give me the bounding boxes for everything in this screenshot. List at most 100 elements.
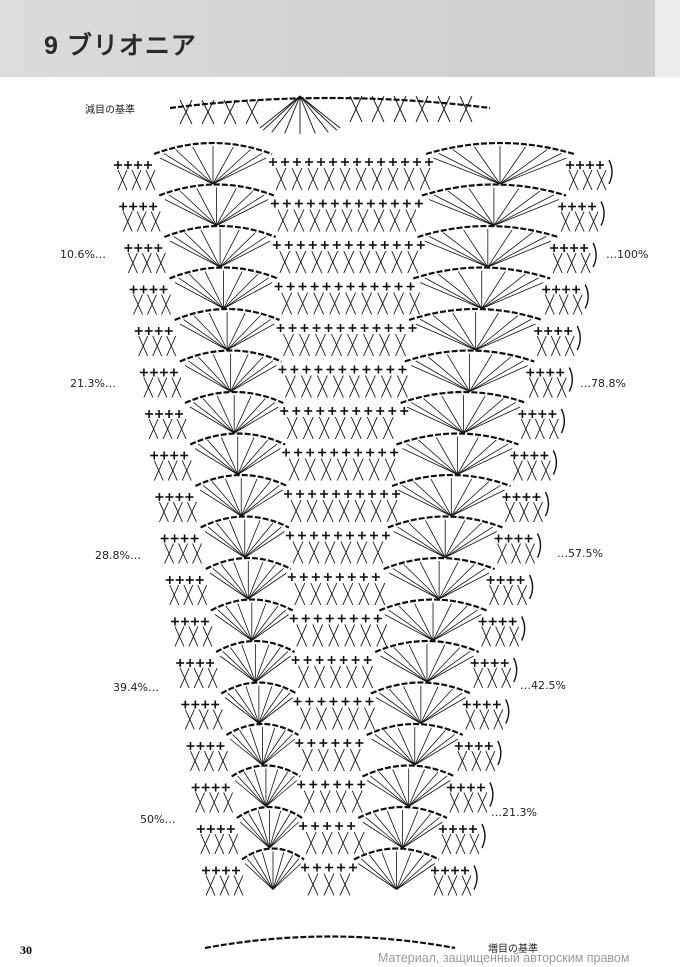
crossed-stitch [317,375,328,398]
shell-fan-right [438,561,459,600]
crossed-stitch [327,250,339,274]
crossed-stitch [342,582,354,606]
shell-fan-right [402,813,432,849]
shell-fan-right [357,805,448,819]
shell-fan-left [233,398,266,434]
shell-fan-left [241,644,256,683]
side-stitch [487,667,498,689]
crossed-stitch [360,624,372,647]
side-stitch [179,667,190,689]
shell-fan-left [214,614,253,641]
shell-fan-left [244,520,261,558]
shell-fan-left [212,153,263,185]
shell-fan-right [420,697,466,724]
side-stitch [181,460,192,481]
crossed-stitch [377,292,389,315]
shell-fan-left [255,655,291,683]
crossed-stitch [288,458,300,481]
shell-fan-right [499,149,548,185]
crossed-stitch [328,624,340,647]
shell-fan-right [366,780,409,807]
side-stitch [566,252,577,274]
shell-fan-right [380,655,428,683]
crossed-stitch [359,250,371,274]
shell-fan-right [381,852,397,890]
side-stitch [164,543,174,564]
page-header [0,0,655,77]
shell-fan-right [398,605,434,641]
shell-fan-right [411,365,470,392]
shell-fan-right [444,522,482,558]
shell-fan-right [426,655,474,683]
crossed-stitch [286,416,298,440]
side-stitch [205,875,216,896]
shell-fan-right [406,443,458,475]
shell-fan-right [481,273,526,309]
increase-reference-chain [204,935,456,950]
reference-fan [299,95,329,133]
shell-fan-right [374,639,480,654]
crossed-stitch [277,209,289,232]
shell-fan-right [384,614,434,641]
shell-fan-left [207,526,246,558]
shell-fan-left [219,655,256,683]
crossed-stitch [329,292,341,315]
shell-fan-right [474,146,501,185]
shell-fan-left [188,273,224,309]
shell-fan-right [402,821,443,849]
edge-chain [473,865,478,890]
shell-fan-right [419,561,440,600]
shell-fan-left [239,821,270,849]
shell-fan-right [428,356,470,392]
shell-fan-left [179,190,217,226]
shell-fan-right [393,647,428,683]
edge-chain [560,408,566,434]
shell-fan-right [438,153,501,185]
reference-stitch [371,95,385,123]
shell-fan-left [196,188,217,226]
side-stitch [219,875,230,896]
crossed-stitch [326,582,338,606]
shell-fan-left [240,485,280,517]
side-stitch [582,169,593,191]
shell-fan-left [232,734,263,766]
reference-fan [299,95,316,134]
shell-fan-right [420,686,439,724]
shell-fan-right [383,730,416,766]
side-stitch [141,252,152,274]
shell-fan-left [255,651,289,683]
shell-fan-right [481,282,544,309]
crossed-stitch [305,831,317,855]
side-stitch [455,833,466,855]
side-stitch [495,626,506,647]
shell-fan-left [244,526,282,558]
crossed-stitch [308,541,320,564]
edge-chain [544,491,550,517]
crossed-stitch [313,292,325,315]
edge-chain [600,201,605,226]
side-stitch [550,335,561,357]
crossed-stitch [291,167,303,191]
shell-fan-right [389,572,440,600]
shell-fan-right [397,727,416,766]
reference-stitch [415,95,429,123]
crossed-stitch [311,250,323,274]
shell-fan-left [200,229,221,268]
shell-fan-right [426,644,446,683]
crossed-stitch [344,624,356,647]
crossed-stitch [323,873,335,896]
side-stitch [479,709,490,730]
shell-fan-right [487,236,547,268]
side-stitch [161,294,171,315]
shell-fan-left [225,478,242,517]
crossed-stitch [362,665,373,689]
side-stitch [122,211,133,232]
side-stitch [174,626,185,647]
shell-fan-left [243,771,267,807]
side-stitch [184,709,195,730]
shell-fan-left [212,146,234,185]
side-stitch [218,750,228,772]
shell-fan-right [420,319,476,351]
side-stitch [527,460,537,481]
shell-fan-right [487,240,552,268]
